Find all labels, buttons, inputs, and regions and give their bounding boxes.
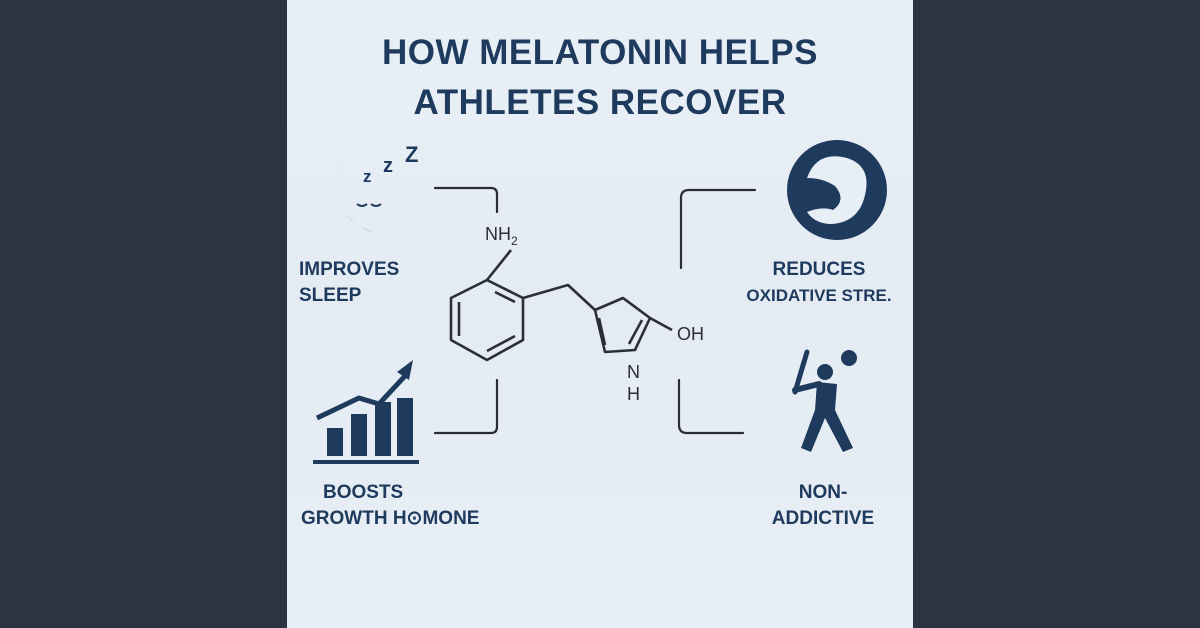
- melatonin-molecule: [449, 249, 673, 362]
- connector-growth: [433, 378, 499, 435]
- nh2-label: NH2: [485, 224, 518, 248]
- benzene-ring: [449, 278, 525, 362]
- connector-oxidative: [679, 188, 757, 270]
- amine-bond: [485, 249, 513, 281]
- sleeping-moon-icon: z z Z: [335, 142, 418, 234]
- n-label: N: [627, 362, 640, 382]
- benefit-reduces-oxidative-stress: REDUCES OXIDATIVE STRE.: [731, 257, 907, 309]
- molecule-labels: NH2 OH N H: [485, 224, 704, 404]
- title-line-1: HOW MELATONIN HELPS: [382, 33, 818, 72]
- connector-sleep: [433, 186, 499, 214]
- benefit-sleep-line-2: SLEEP: [299, 285, 362, 306]
- benefit-addictive-line-1: NON-: [798, 482, 848, 503]
- zzz-large: Z: [405, 142, 418, 167]
- chain-bond: [522, 283, 596, 311]
- benefit-sleep-line-1: IMPROVES: [299, 259, 400, 280]
- pyrrole-ring: [593, 296, 652, 354]
- benefit-improves-sleep: IMPROVES SLEEP: [299, 257, 399, 309]
- h-label: H: [627, 384, 640, 404]
- benefit-growth-line-2: GROWTH H⊙MONE: [301, 508, 480, 529]
- baseball-player-icon: [792, 349, 857, 452]
- benefit-addictive-line-2: ADDICTIVE: [771, 508, 875, 529]
- benefit-oxidative-line-1: REDUCES: [772, 259, 866, 280]
- title-line-2: ATHLETES RECOVER: [413, 83, 787, 122]
- growth-chart-icon: [313, 360, 419, 464]
- hydroxyl-bond: [649, 316, 673, 332]
- flexed-arm-icon: [787, 140, 887, 240]
- benefit-boosts-growth-hormone: BOOSTS GROWTH H⊙MONE: [301, 480, 479, 532]
- connector-addictive: [677, 378, 745, 435]
- benefit-oxidative-line-2: OXIDATIVE STRE.: [746, 286, 892, 305]
- zzz-medium: z: [383, 155, 393, 177]
- diagram-graphics: NH2 OH N H z z Z: [313, 140, 887, 464]
- infographic-panel: HOW MELATONIN HELPS ATHLETES RECOVER NH2…: [287, 0, 913, 628]
- oh-label: OH: [677, 324, 704, 344]
- page-title: HOW MELATONIN HELPS ATHLETES RECOVER: [287, 28, 913, 128]
- zzz-small: z: [363, 167, 372, 186]
- connector-lines: [433, 186, 757, 435]
- benefit-non-addictive: NON- ADDICTIVE: [755, 480, 891, 532]
- benefit-growth-line-1: BOOSTS: [323, 482, 404, 503]
